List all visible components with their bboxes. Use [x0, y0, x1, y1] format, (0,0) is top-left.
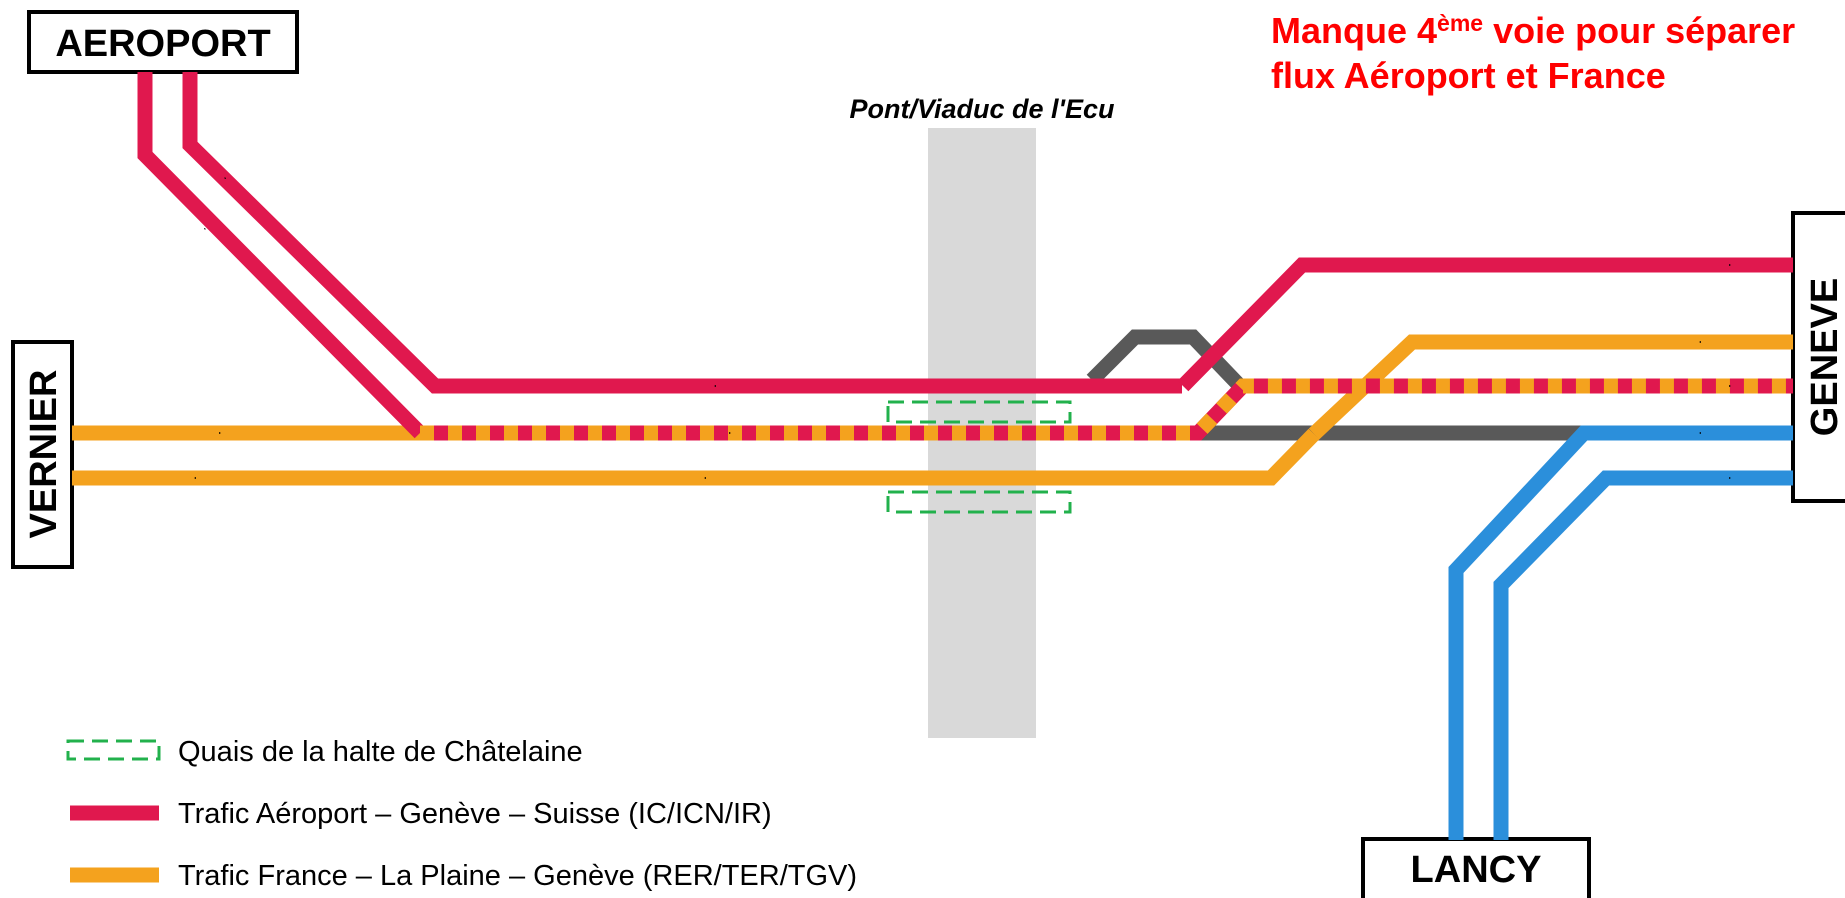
lancy-track-a	[1448, 425, 1793, 840]
lancy-track-b	[1493, 470, 1793, 840]
annotation-line2: flux Aéroport et France	[1271, 55, 1666, 96]
shared-track-main	[420, 378, 1793, 441]
station-geneve: GENEVE	[1791, 211, 1845, 503]
station-geneve-label: GENEVE	[1804, 278, 1845, 436]
platform-north	[886, 400, 1072, 424]
annotation-missing-track: Manque 4ème voie pour séparer	[1271, 10, 1795, 51]
airport-track-left	[137, 72, 426, 439]
station-lancy: LANCY	[1361, 837, 1591, 898]
annotation-line1-suffix: voie pour séparer	[1483, 10, 1795, 51]
annotation-line1-prefix: Manque 4	[1271, 10, 1437, 51]
legend: Quais de la halte de Châtelaine Trafic A…	[66, 736, 857, 892]
station-aeroport: AEROPORT	[27, 10, 299, 74]
viaduct-label: Pont/Viaduc de l'Ecu	[850, 94, 1115, 124]
airport-track-geneve	[1177, 257, 1793, 392]
station-aeroport-label: AEROPORT	[55, 23, 270, 65]
airport-track-right	[182, 72, 1182, 394]
legend-platform-swatch	[66, 739, 161, 761]
station-vernier-label: VERNIER	[23, 370, 65, 539]
legend-airport-label: Trafic Aéroport – Genève – Suisse (IC/IC…	[178, 798, 772, 830]
france-track-geneve	[1308, 334, 1793, 440]
annotation-superscript: ème	[1437, 10, 1483, 36]
legend-france-label: Trafic France – La Plaine – Genève (RER/…	[178, 860, 857, 892]
station-lancy-label: LANCY	[1411, 849, 1542, 891]
france-track-vernier-lower	[72, 428, 1320, 486]
legend-platforms-label: Quais de la halte de Châtelaine	[178, 736, 583, 768]
platform-south	[886, 490, 1072, 514]
station-vernier: VERNIER	[11, 340, 74, 569]
